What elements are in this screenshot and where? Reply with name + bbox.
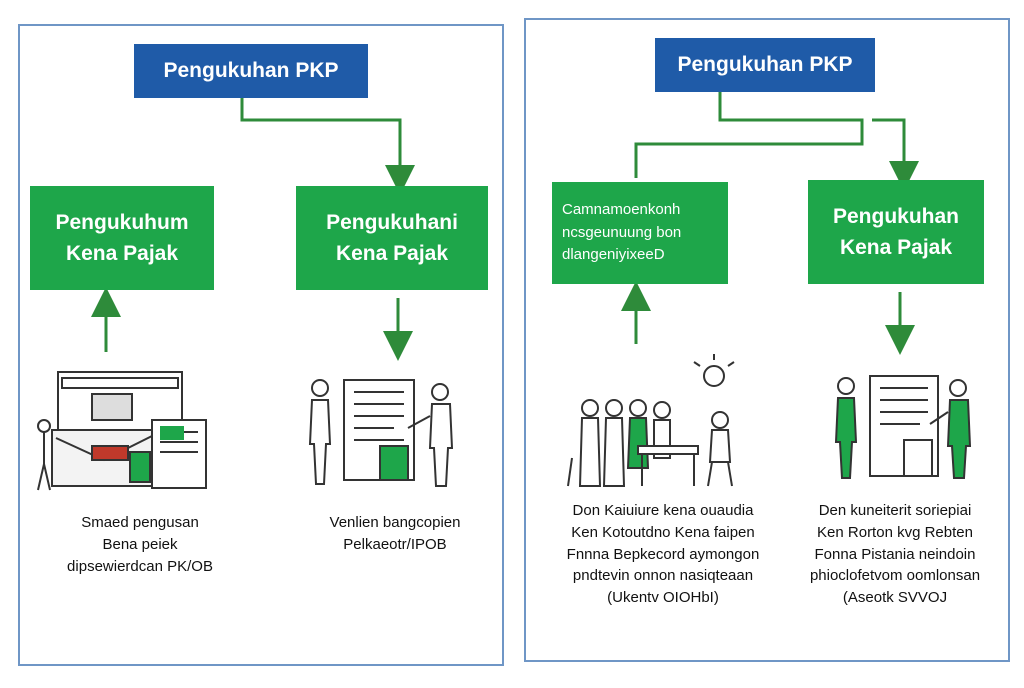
document-handover-illustration-2 — [834, 375, 972, 479]
left-caption-1: Smaed pengusan Bena peiek dipsewierdcan … — [40, 512, 240, 577]
left-box-2: Pengukuhani Kena Pajak — [296, 186, 488, 290]
office-machine-illustration — [37, 371, 207, 491]
right-panel — [524, 18, 1010, 662]
right-caption-1-line-4: pndtevin onnon nasiqteaan — [572, 567, 754, 585]
arrow-title-to-box-right-2 — [872, 118, 919, 191]
left-box-1-line-1: Pengukuhum — [55, 210, 189, 234]
left-title-text: Pengukuhan PKP — [163, 59, 339, 82]
right-caption-2-line-3: Fonna Pistania neindoin — [814, 545, 976, 563]
left-caption-2-line-2: Pelkaeotr/IPOB — [343, 535, 447, 553]
left-caption-1-line-2: Bena peiek — [102, 535, 178, 553]
right-caption-1-line-3: Fnnna Bepkecord aymongon — [566, 545, 760, 563]
right-box-1-line-2: ncsgeunuung bon — [562, 223, 682, 241]
right-caption-1-line-5: (Ukentv OIOHbI) — [607, 589, 719, 606]
left-caption-1-line-3: dipsewierdcan PK/OB — [67, 557, 213, 575]
document-handover-illustration — [308, 379, 454, 487]
right-caption-2-line-2: Ken Rorton kvg Rebten — [817, 523, 973, 541]
left-caption-2: Venlien bangcopien Pelkaeotr/IPOB — [300, 512, 490, 556]
right-title-text: Pengukuhan PKP — [677, 53, 853, 76]
right-caption-1: Don Kaiuiure kena ouaudia Ken Kotoutdno … — [548, 500, 778, 609]
left-box-2-line-1: Pengukuhani — [326, 210, 458, 234]
right-caption-2: Den kuneiterit soriepiai Ken Rorton kvg … — [790, 500, 1000, 609]
right-caption-2-line-1: Den kuneiterit soriepiai — [818, 502, 972, 519]
arrow-title-branch — [634, 92, 864, 178]
left-box-2-line-2: Kena Pajak — [335, 242, 449, 265]
right-box-2-line-1: Pengukuhan — [832, 204, 959, 228]
left-caption-2-line-1: Venlien bangcopien — [329, 514, 461, 531]
meeting-illustration — [567, 354, 735, 487]
right-box-2-line-2: Kena Pajak — [839, 236, 953, 259]
right-box-1: Camnamoenkonh ncsgeunuung bon dlangeniyi… — [552, 182, 728, 284]
right-caption-2-line-4: phioclofetvom oomlonsan — [809, 567, 981, 585]
right-box-1-line-3: dlangeniyixeeD — [562, 246, 665, 264]
left-title-box: Pengukuhan PKP — [134, 44, 368, 98]
right-caption-1-line-1: Don Kaiuiure kena ouaudia — [572, 502, 754, 519]
right-caption-1-line-2: Ken Kotoutdno Kena faipen — [571, 523, 755, 541]
left-caption-1-line-1: Smaed pengusan — [81, 514, 199, 531]
left-box-1: Pengukuhum Kena Pajak — [30, 186, 214, 290]
arrow-title-to-box-right — [240, 98, 415, 195]
left-box-1-line-2: Kena Pajak — [65, 242, 179, 265]
right-caption-2-line-5: (Aseotk SVVOJ — [842, 589, 948, 606]
right-box-1-line-1: Camnamoenkonh — [562, 201, 681, 219]
left-panel — [18, 24, 504, 666]
right-box-2: Pengukuhan Kena Pajak — [808, 180, 984, 284]
right-title-box: Pengukuhan PKP — [655, 38, 875, 92]
